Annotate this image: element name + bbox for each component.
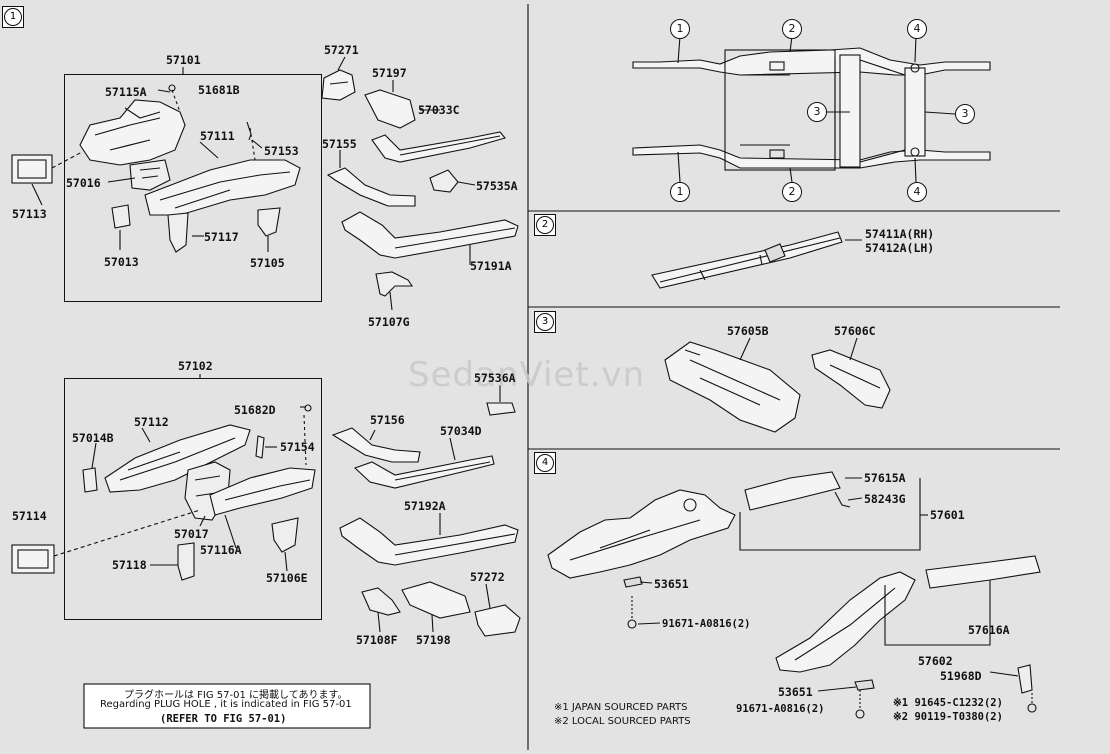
part-label-57602: 57602 [918, 654, 953, 668]
part-label-91671-lower: 91671-A0816(2) [736, 703, 825, 715]
legend-local-sourced: ※2 LOCAL SOURCED PARTS [554, 716, 691, 727]
refer-to-fig-note: (REFER TO FIG 57-01) [160, 713, 287, 725]
section-3-parts [664, 337, 891, 433]
part-label-57191A: 57191A [470, 259, 512, 273]
part-label-57114: 57114 [12, 509, 47, 523]
part-label-57107G: 57107G [368, 315, 410, 329]
section-2-part [651, 231, 862, 289]
part-label-57106E: 57106E [266, 571, 308, 585]
part-label-57197: 57197 [372, 66, 407, 80]
part-label-57616A: 57616A [968, 623, 1010, 637]
part-label-57411A: 57411A(RH) [865, 227, 935, 241]
part-label-57118: 57118 [112, 558, 147, 572]
part-label-57108F: 57108F [356, 633, 398, 647]
part-57101-group [11, 67, 301, 253]
figure-index-number: 1 [4, 8, 22, 26]
part-label-51682D: 51682D [234, 403, 276, 417]
part-label-57101: 57101 [166, 53, 201, 67]
part-label-57105: 57105 [250, 256, 285, 270]
part-label-57154: 57154 [280, 440, 315, 454]
part-label-57535A: 57535A [476, 179, 518, 193]
frame-callout-1-top: 1 [670, 19, 690, 39]
part-label-57536A: 57536A [474, 371, 516, 385]
part-57102-group [11, 374, 316, 581]
plug-hole-note-japanese: プラグホールは FIG 57-01 に掲載してあります。 [124, 690, 348, 701]
part-label-57153: 57153 [264, 144, 299, 158]
part-label-57155: 57155 [322, 137, 357, 151]
part-label-57615A: 57615A [864, 471, 906, 485]
parts-middle-top [321, 56, 519, 311]
part-label-57272: 57272 [470, 570, 505, 584]
part-label-91645: ※1 91645-C1232(2) [893, 697, 1003, 709]
part-label-57112: 57112 [134, 415, 169, 429]
part-label-57016: 57016 [66, 176, 101, 190]
part-label-57017: 57017 [174, 527, 209, 541]
section-badge-3: 3 [534, 311, 556, 333]
frame-callout-3-left: 3 [807, 102, 827, 122]
part-label-57156: 57156 [370, 413, 405, 427]
part-label-57412A: 57412A(LH) [865, 241, 935, 255]
part-label-57102: 57102 [178, 359, 213, 373]
watermark: SedanViet.vn [408, 355, 646, 395]
part-label-57606C: 57606C [834, 324, 876, 338]
part-label-57271: 57271 [324, 43, 359, 57]
group-box-57102 [64, 378, 322, 620]
part-label-57116A: 57116A [200, 543, 242, 557]
group-box-57101 [64, 74, 322, 302]
section-4-parts [547, 471, 1041, 719]
part-label-58243G: 58243G [864, 492, 906, 506]
part-label-57117: 57117 [204, 230, 239, 244]
part-label-57111: 57111 [200, 129, 235, 143]
frame-overview [632, 35, 991, 183]
frame-callout-4-bottom: 4 [907, 182, 927, 202]
part-label-57601: 57601 [930, 508, 965, 522]
section-badge-4: 4 [534, 452, 556, 474]
frame-callout-1-bottom: 1 [670, 182, 690, 202]
part-label-57192A: 57192A [404, 499, 446, 513]
frame-callout-2-top: 2 [782, 19, 802, 39]
part-label-57033C: 57033C [418, 103, 460, 117]
figure-index-badge: 1 [2, 6, 24, 28]
part-label-57198: 57198 [416, 633, 451, 647]
part-label-57034D: 57034D [440, 424, 482, 438]
part-label-51681B: 51681B [198, 83, 240, 97]
frame-callout-2-bottom: 2 [782, 182, 802, 202]
part-label-90119: ※2 90119-T0380(2) [893, 711, 1003, 723]
part-label-57014B: 57014B [72, 431, 114, 445]
parts-middle-bottom [331, 385, 521, 637]
part-label-57013: 57013 [104, 255, 139, 269]
frame-callout-4-top: 4 [907, 19, 927, 39]
part-label-57605B: 57605B [727, 324, 769, 338]
part-label-51968D: 51968D [940, 669, 982, 683]
part-label-53651-upper: 53651 [654, 577, 689, 591]
frame-callout-3-right: 3 [955, 104, 975, 124]
section-badge-2: 2 [534, 214, 556, 236]
part-label-91671-upper: 91671-A0816(2) [662, 618, 751, 630]
part-label-57113: 57113 [12, 207, 47, 221]
notes-box-outline [83, 683, 371, 729]
part-label-53651-lower: 53651 [778, 685, 813, 699]
part-label-57115A: 57115A [105, 85, 147, 99]
plug-hole-note-english: Regarding PLUG HOLE , it is indicated in… [100, 699, 352, 710]
legend-japan-sourced: ※1 JAPAN SOURCED PARTS [554, 702, 688, 713]
